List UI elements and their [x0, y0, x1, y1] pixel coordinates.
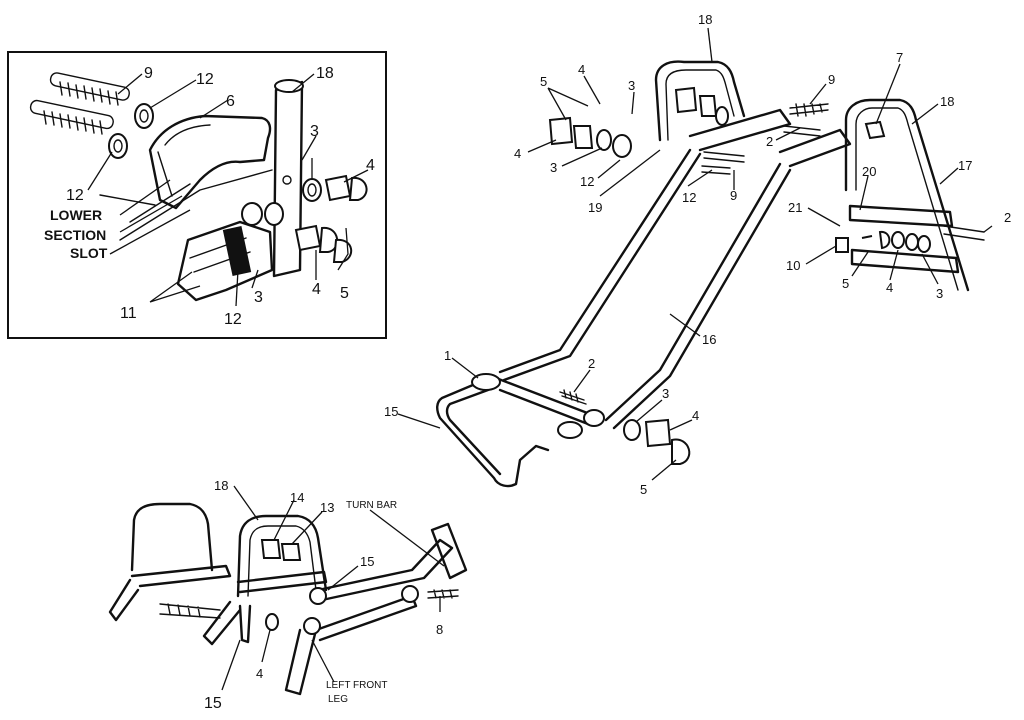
inset-detail: 9 12 6 18 3 4 12 4 5 3 11 12 LOWER SECTI… — [7, 51, 387, 339]
main-assembly: 18 5 4 3 9 7 18 4 3 12 2 19 12 9 20 17 2… — [384, 12, 1011, 497]
inset-washer-12a — [134, 103, 154, 129]
main-callout-15: 15 — [384, 404, 398, 419]
main-callout-5c: 5 — [640, 482, 647, 497]
lower-label-turn-bar: TURN BAR — [346, 500, 397, 511]
upper-hardware — [548, 86, 985, 253]
bar-15 — [436, 380, 550, 488]
main-callout-20: 20 — [862, 164, 876, 179]
inset-callout-12b: 12 — [66, 187, 84, 204]
lower-label-left-front: LEFT FRONT — [326, 680, 387, 691]
inset-bracket-6 — [148, 114, 272, 210]
inset-frame — [7, 51, 387, 339]
inset-callout-3a: 3 — [310, 123, 319, 140]
main-callout-7: 7 — [896, 50, 903, 65]
lower-callout-15a: 15 — [360, 554, 374, 569]
main-callout-12b: 12 — [682, 190, 696, 205]
main-callout-21: 21 — [788, 200, 802, 215]
main-callout-2b: 2 — [1004, 210, 1011, 225]
main-callout-1: 1 — [444, 348, 451, 363]
inset-hardware — [241, 174, 368, 263]
main-callout-3c: 3 — [936, 286, 943, 301]
main-callout-4b: 4 — [514, 146, 521, 161]
main-callout-9a: 9 — [828, 72, 835, 87]
inset-callout-3b: 3 — [254, 289, 263, 306]
lower-label-leg: LEG — [328, 694, 348, 705]
inset-callout-4a: 4 — [366, 157, 375, 174]
inset-callout-4b: 4 — [312, 281, 321, 298]
main-callout-10: 10 — [786, 258, 800, 273]
inset-plate-11 — [176, 220, 274, 302]
lower-callout-18: 18 — [214, 478, 228, 493]
main-callout-18b: 18 — [940, 94, 954, 109]
main-callout-3a: 3 — [628, 78, 635, 93]
lower-handle-18 — [236, 514, 328, 598]
lower-callout-13: 13 — [320, 500, 334, 515]
inset-callout-5: 5 — [340, 285, 349, 302]
main-callout-17: 17 — [958, 158, 972, 173]
main-callout-9b: 9 — [730, 188, 737, 203]
frame-17 — [848, 204, 954, 228]
main-callout-4a: 4 — [578, 62, 585, 77]
lower-assembly: 18 14 13 TURN BAR 15 8 4 15 LEFT FRONT L… — [108, 478, 468, 712]
lower-callout-15b: 15 — [204, 695, 222, 712]
washer-3 — [623, 419, 641, 441]
clamp-1 — [471, 373, 501, 391]
lower-callout-14: 14 — [290, 490, 304, 505]
nut-4 — [644, 418, 672, 448]
main-callout-16: 16 — [702, 332, 716, 347]
main-callout-2a: 2 — [766, 134, 773, 149]
lower-callout-4: 4 — [256, 666, 263, 681]
arm-16-right — [604, 162, 792, 430]
cap-5 — [671, 438, 691, 465]
inset-label-lower: LOWER — [50, 207, 102, 223]
inset-callout-6: 6 — [226, 93, 235, 110]
inset-label-section: SECTION — [44, 227, 106, 243]
main-callout-12a: 12 — [580, 174, 594, 189]
inset-callout-9: 9 — [144, 65, 153, 82]
main-callout-5b: 5 — [842, 276, 849, 291]
turn-bar — [316, 538, 454, 602]
main-callout-2c: 2 — [588, 356, 595, 371]
lower-callout-8: 8 — [436, 622, 443, 637]
main-callout-4c: 4 — [886, 280, 893, 295]
inset-washer-12b — [108, 133, 128, 159]
inset-callout-12c: 12 — [224, 311, 242, 328]
inset-callout-11: 11 — [120, 305, 137, 322]
main-callout-4d: 4 — [692, 408, 699, 423]
inset-callout-18: 18 — [316, 65, 334, 82]
left-front-leg — [284, 628, 318, 696]
main-callout-3b: 3 — [550, 160, 557, 175]
inset-label-slot: SLOT — [70, 245, 108, 261]
main-callout-19: 19 — [588, 200, 602, 215]
inset-callout-12a: 12 — [196, 71, 214, 88]
main-callout-5a: 5 — [540, 74, 547, 89]
main-callout-18a: 18 — [698, 12, 712, 27]
handle-18-left — [654, 60, 746, 142]
inset-post-18 — [272, 80, 304, 278]
arm-16-left — [498, 148, 702, 382]
inset-bolt-9 — [29, 72, 130, 135]
main-callout-3d: 3 — [662, 386, 669, 401]
